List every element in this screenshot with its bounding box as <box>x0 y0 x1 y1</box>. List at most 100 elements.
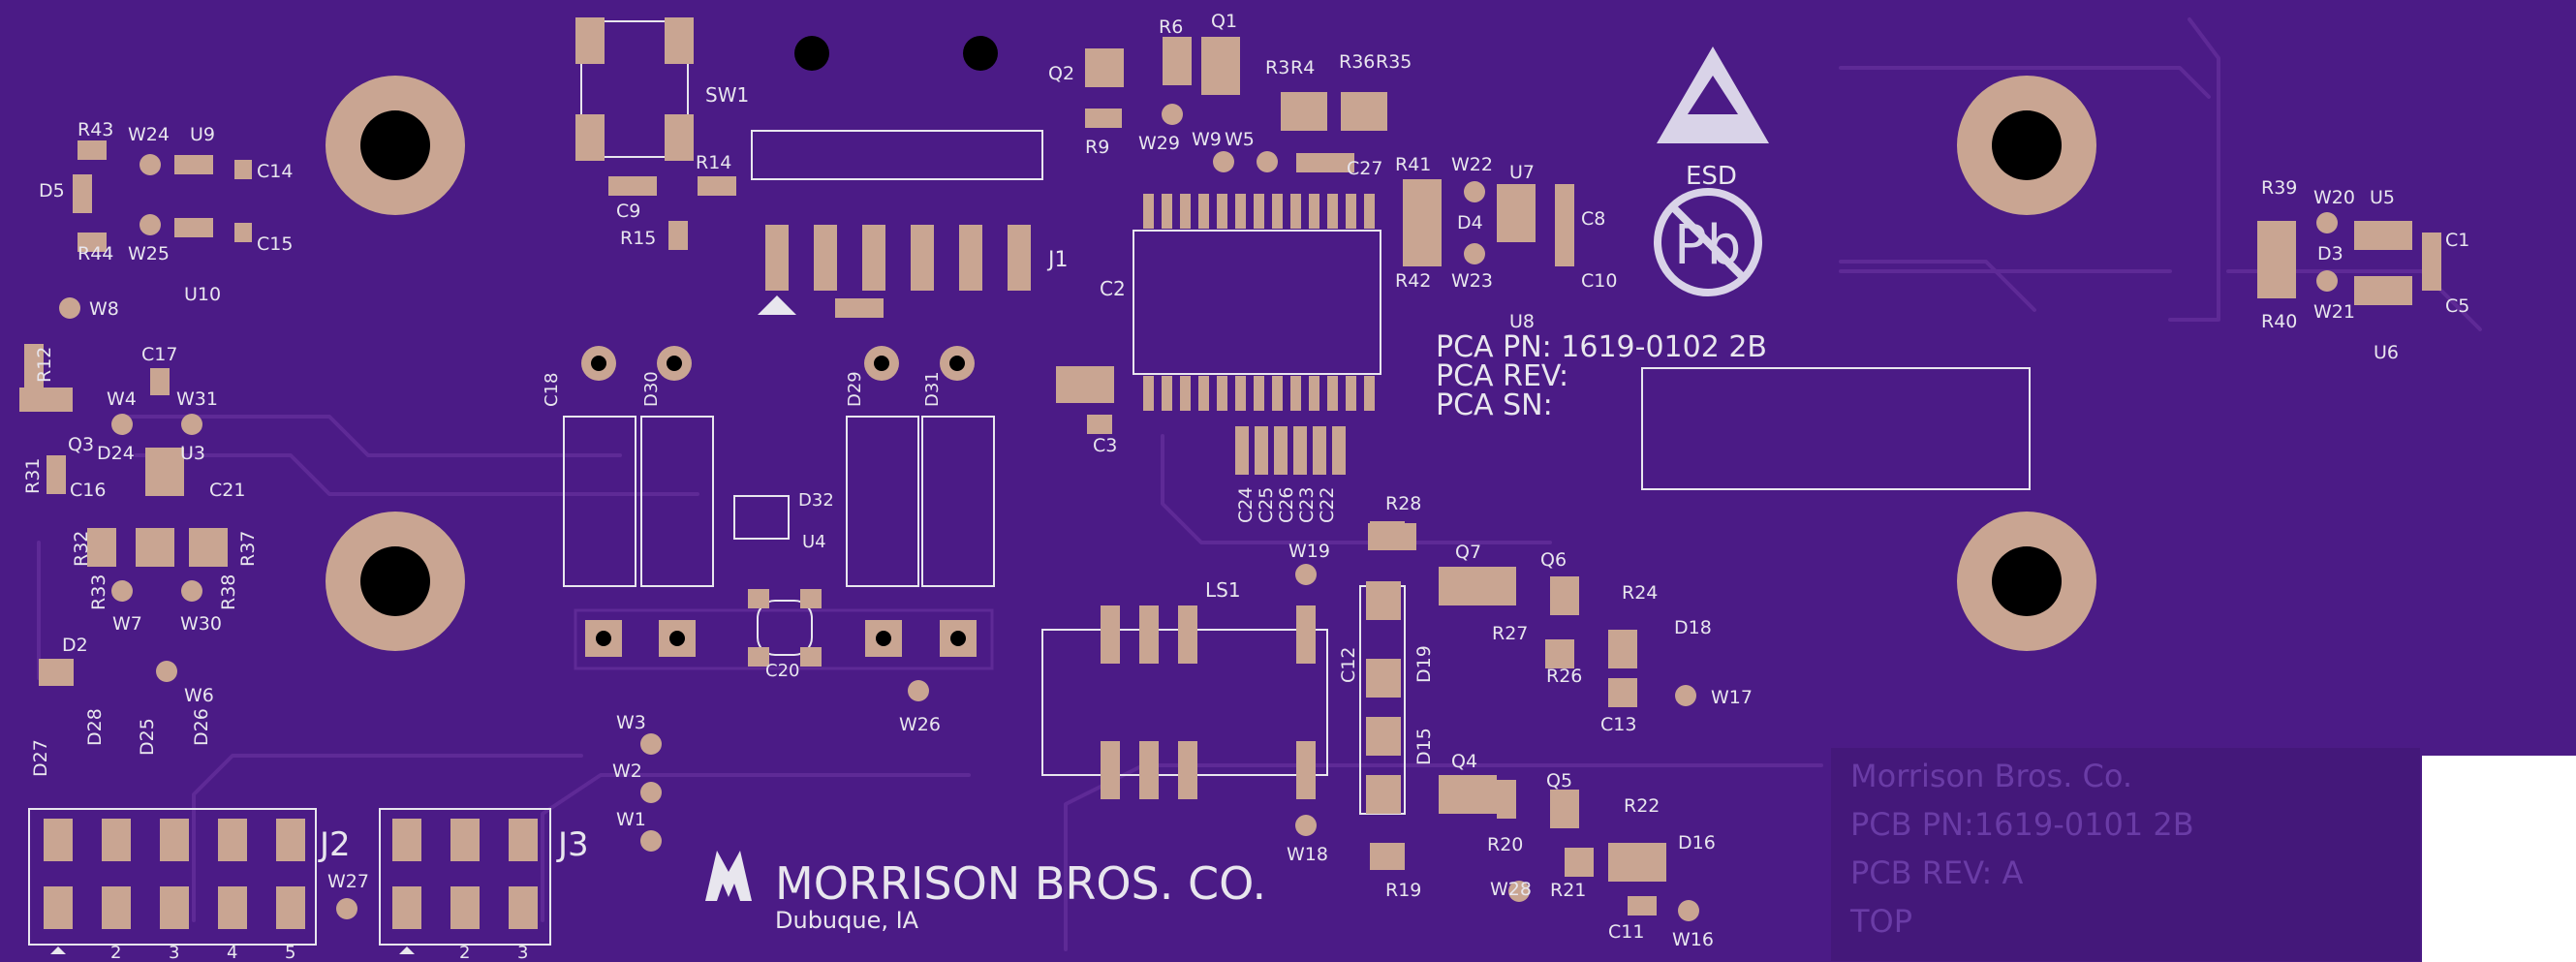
designator-c15: C15 <box>257 233 293 255</box>
designator-r32: R32 <box>71 531 92 567</box>
j2-pin-4: 4 <box>227 943 237 962</box>
designator-r28: R28 <box>1385 493 1421 514</box>
designator-c21: C21 <box>209 480 245 501</box>
designator-u5: U5 <box>2370 187 2395 208</box>
designator-w31: W31 <box>176 388 218 410</box>
designator-r27: R27 <box>1492 623 1528 644</box>
designator-w22: W22 <box>1451 154 1493 175</box>
designator-w6: W6 <box>184 685 214 706</box>
designator-r21: R21 <box>1550 880 1586 901</box>
pca-pn: PCA PN: 1619-0102 2B <box>1436 330 1767 364</box>
designator-r41: R41 <box>1395 154 1431 175</box>
designator-w1: W1 <box>616 809 646 830</box>
designator-d24: D24 <box>97 443 135 464</box>
designator-q3: Q3 <box>68 434 94 455</box>
designator-u2: C2 <box>1100 277 1126 300</box>
designator-r26: R26 <box>1546 666 1582 687</box>
drill-hole <box>963 36 998 71</box>
designator-d26: D26 <box>191 708 212 746</box>
designator-c14: C14 <box>257 161 293 182</box>
designator-w18: W18 <box>1287 844 1328 865</box>
designator-c10: C10 <box>1581 270 1617 292</box>
designator-r14: R14 <box>696 152 731 173</box>
switch-sw1: SW1 <box>575 17 749 161</box>
logo-location: Dubuque, IA <box>775 907 919 934</box>
designator-c17: C17 <box>141 344 177 365</box>
designator-r22: R22 <box>1624 795 1660 817</box>
designator-r43: R43 <box>78 119 113 140</box>
designator-u10: U10 <box>184 284 221 305</box>
mounting-hole <box>326 76 465 215</box>
designator-w17: W17 <box>1711 687 1753 708</box>
mounting-hole <box>1957 512 2096 651</box>
designator-c3: C3 <box>1093 435 1117 456</box>
designator-r42: R42 <box>1395 270 1431 292</box>
designator-q6: Q6 <box>1540 549 1567 571</box>
designator-d30: C18 <box>542 373 562 407</box>
designator-r6: R6 <box>1159 16 1183 38</box>
designator-q5: Q5 <box>1546 770 1572 791</box>
designator-w24: W24 <box>128 124 170 145</box>
designator-r38: R38 <box>218 574 239 610</box>
designator-d28: D28 <box>84 708 106 746</box>
designator-d16: D16 <box>1678 832 1716 853</box>
designator-c12: C12 <box>1338 647 1359 683</box>
esd-label: ESD <box>1686 162 1737 191</box>
designator-r33: R33 <box>88 574 109 610</box>
mounting-hole <box>1957 76 2096 215</box>
designator-r39: R39 <box>2261 177 2297 199</box>
designator-r15: R15 <box>620 228 656 249</box>
designator-u3: U3 <box>180 443 205 464</box>
designator-d15: D15 <box>1413 728 1435 765</box>
designator-u9: U9 <box>190 124 215 145</box>
designator-w8: W8 <box>89 298 119 320</box>
designator-w2: W2 <box>612 760 642 782</box>
designator-u4: D32 <box>798 490 834 511</box>
designator-d31: D29 <box>845 371 865 407</box>
designator-r12: R12 <box>34 347 55 383</box>
designator-d3: D3 <box>2317 243 2343 264</box>
connector-j2: J2 2 3 4 5 <box>28 808 351 962</box>
designator-w4: W4 <box>107 388 137 410</box>
designator-d27: D27 <box>30 739 51 777</box>
designator-w19: W19 <box>1288 541 1330 562</box>
designator-c8: C8 <box>1581 208 1605 230</box>
serial-number-box <box>1641 367 2031 490</box>
designator-r35: R35 <box>1376 51 1412 73</box>
designator-w7: W7 <box>112 613 142 635</box>
label-j1: J1 <box>1046 248 1069 272</box>
designator-c20: U4 <box>802 532 826 552</box>
designator-d29: D30 <box>641 371 662 407</box>
designator-c16: C16 <box>70 480 106 501</box>
test-points <box>59 104 2338 921</box>
designator-w29: W29 <box>1138 133 1180 154</box>
j3-pin-2: 2 <box>459 943 470 962</box>
designator-r37: R37 <box>237 531 259 567</box>
designator-c13: C13 <box>1600 714 1636 735</box>
designator-w26: W26 <box>899 714 941 735</box>
designator-sw1: SW1 <box>705 83 749 107</box>
u4-l1: D32 U4 C20 <box>733 490 834 681</box>
designator-w27: W27 <box>327 871 369 892</box>
designator-w5: W5 <box>1225 129 1255 150</box>
label-j2: J2 <box>318 825 351 864</box>
pcb-info: Morrison Bros. Co. PCB PN:1619-0101 2B P… <box>1831 748 2420 961</box>
designator-c9: C9 <box>616 201 640 222</box>
designator-w3: W3 <box>616 712 646 733</box>
smd-components <box>19 37 2441 915</box>
esd-warning-icon: ESD <box>1657 47 1769 191</box>
designator-q7: Q7 <box>1455 542 1481 563</box>
designator-c24: C24 <box>1235 487 1257 523</box>
j3-pin-3: 3 <box>517 943 528 962</box>
designator-d4: D4 <box>1457 212 1483 233</box>
designator-w23: W23 <box>1451 270 1493 292</box>
morrison-logo: MORRISON BROS. CO. Dubuque, IA <box>705 851 1266 934</box>
designator-w20: W20 <box>2313 187 2355 208</box>
designator-r40: R40 <box>2261 311 2297 332</box>
designator-d25: D25 <box>137 718 158 756</box>
designator-w30: W30 <box>180 613 222 635</box>
designator-w25: W25 <box>128 243 170 264</box>
